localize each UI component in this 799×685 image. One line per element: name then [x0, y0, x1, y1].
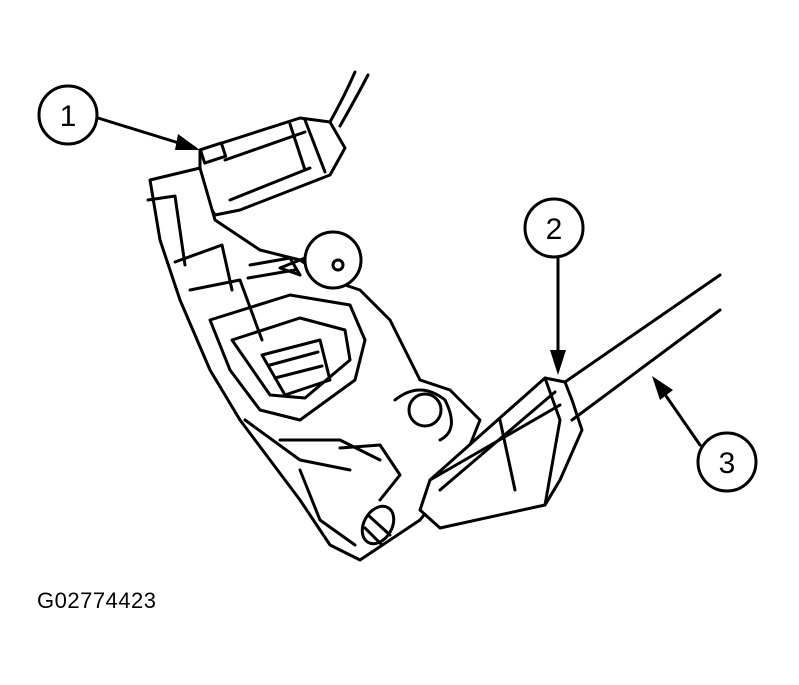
callout-label-2: 2	[546, 213, 563, 246]
callout-label-1: 1	[60, 100, 77, 133]
pivot-eyelet	[278, 230, 363, 290]
connector-wires	[328, 70, 370, 128]
arrowhead-1	[175, 134, 200, 150]
figure-id-label: G02774423	[37, 588, 157, 613]
callout-3: 3	[696, 431, 758, 493]
arrowhead-3	[652, 376, 673, 400]
electrical-connector	[198, 116, 347, 217]
mounting-bolt	[360, 504, 396, 547]
callout-2: 2	[523, 197, 585, 259]
control-cable	[428, 273, 722, 482]
callout-label-3: 3	[719, 447, 736, 480]
callout-1: 1	[37, 84, 99, 146]
arrowhead-2	[550, 350, 566, 375]
